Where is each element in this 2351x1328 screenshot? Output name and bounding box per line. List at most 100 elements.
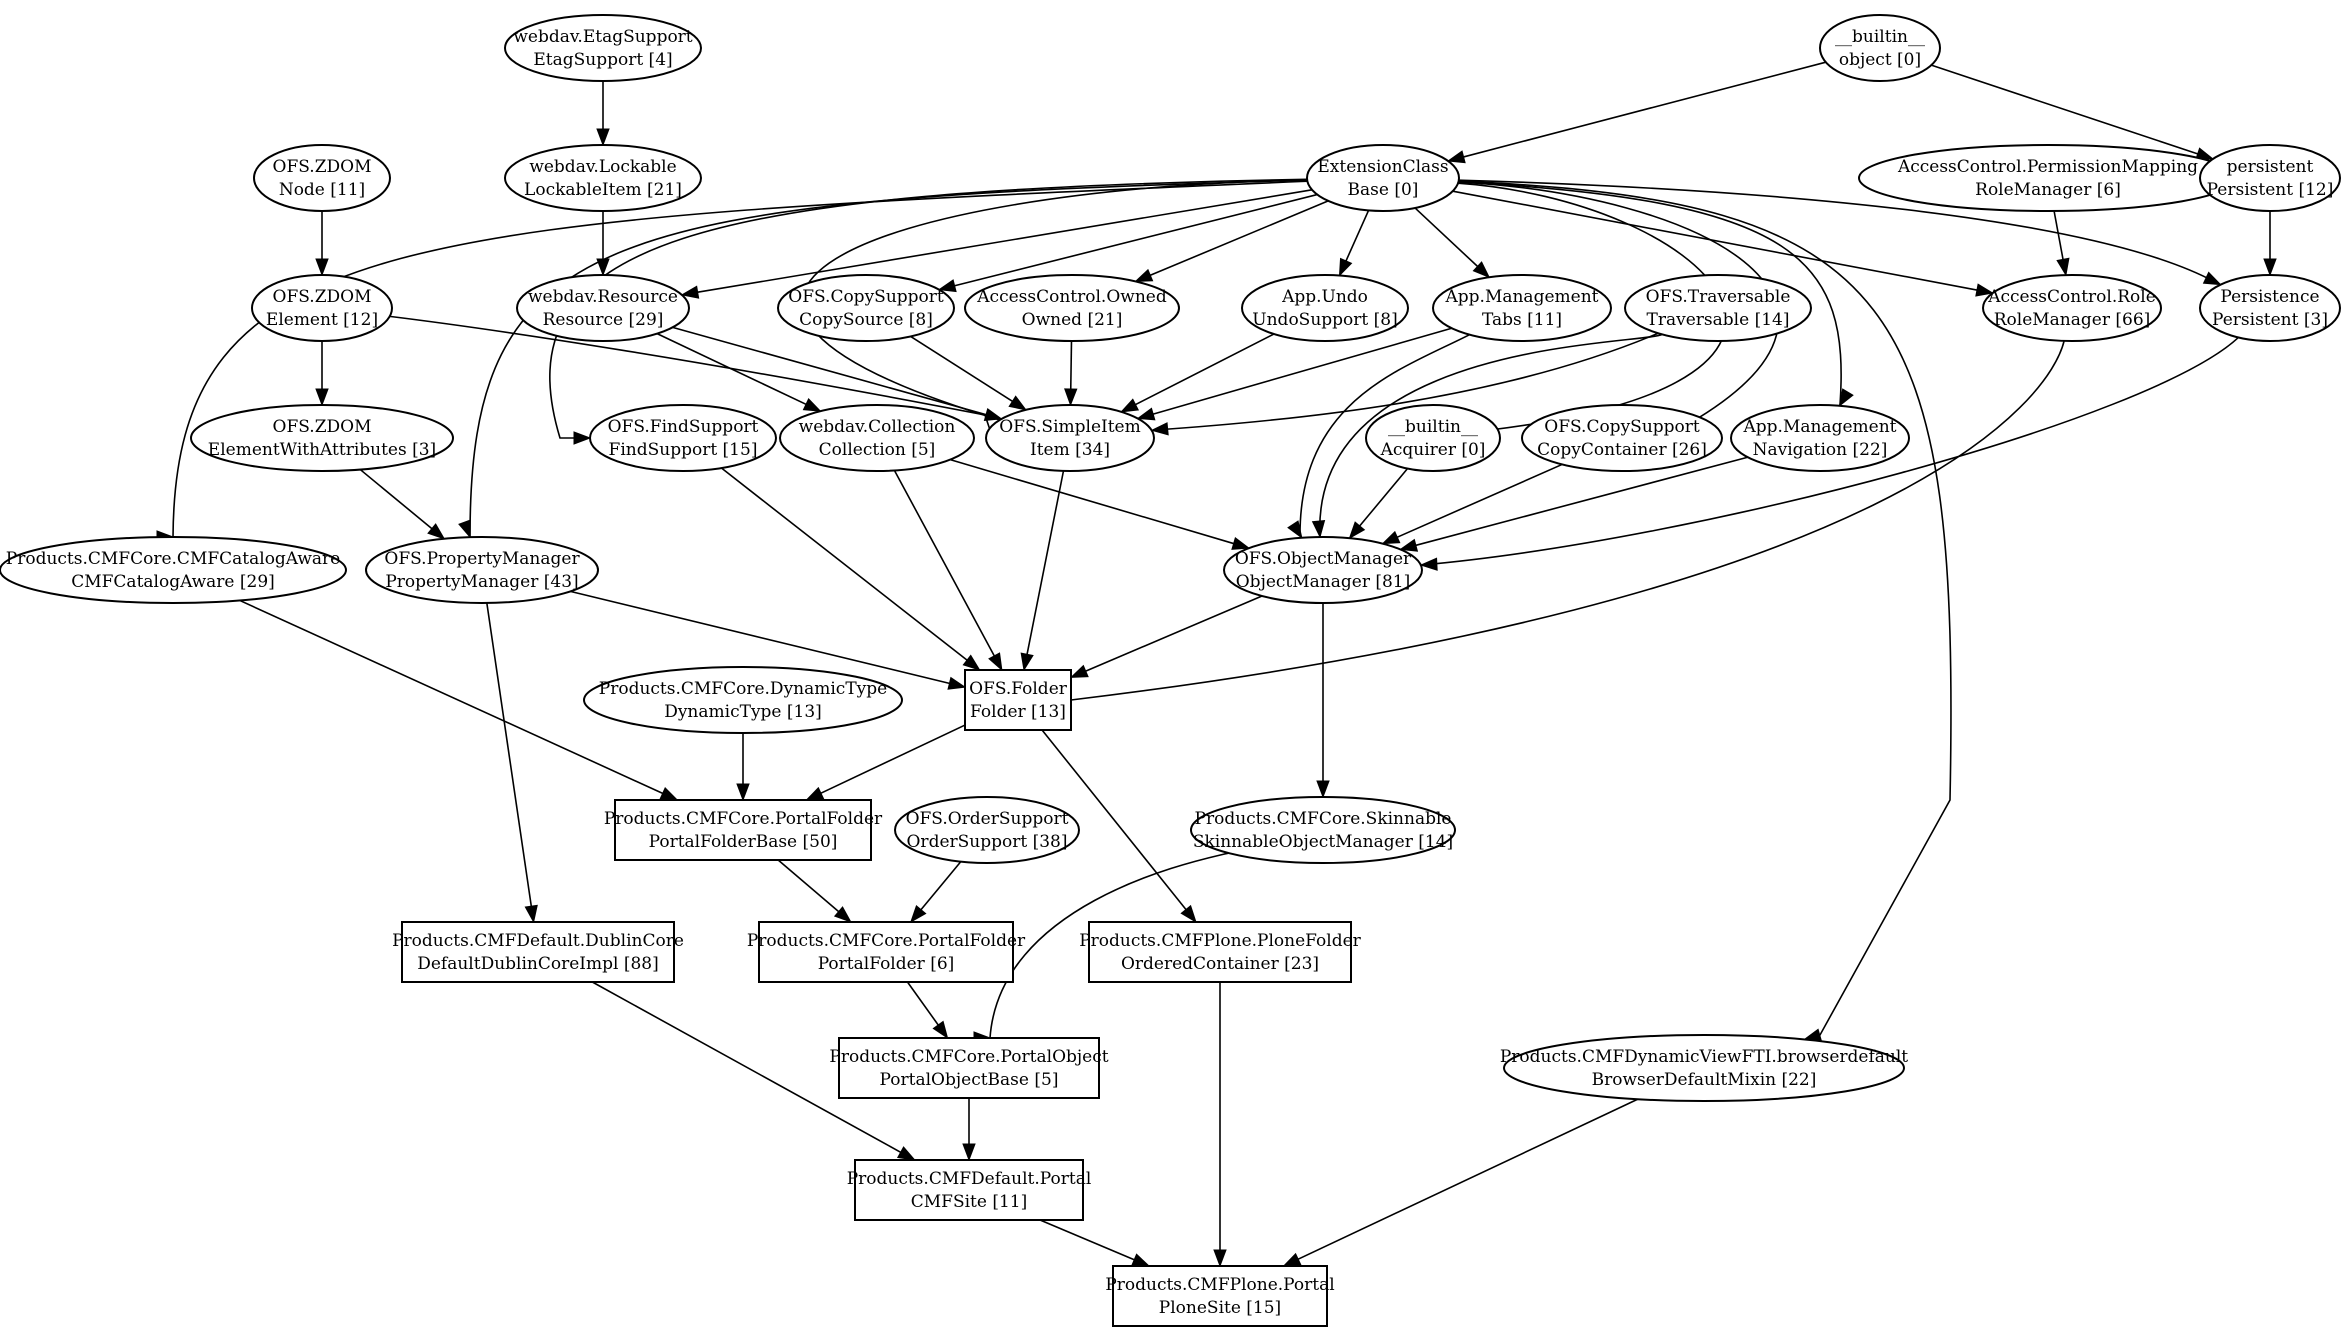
- edge-webdav-resource-to-ofs-simpleitem: [672, 326, 987, 416]
- node-cmfcore-dynamictype: Products.CMFCore.DynamicTypeDynamicType …: [583, 666, 903, 734]
- node-webdav-lockable-class-label: LockableItem [21]: [524, 180, 682, 200]
- node-cmfplone-plonefolder: Products.CMFPlone.PloneFolderOrderedCont…: [1079, 921, 1362, 983]
- edge-webdav-etag-to-webdav-lockable-arrowhead: [596, 128, 610, 147]
- edge-ofs-propertymanager-to-ofs-folder: [570, 590, 950, 685]
- node-ofs-zdom-element-module-label: OFS.ZDOM: [273, 287, 372, 307]
- edge-cmfcore-portalfolder-to-cmfcore-portalobject-arrowhead: [932, 1020, 949, 1040]
- node-app-management-tabs-module-label: App.Management: [1445, 287, 1599, 307]
- node-ac-owned-ellipse: [964, 274, 1180, 342]
- edge-cmfcore-dynamictype-to-cmfcore-portalfolderbase-arrowhead: [736, 783, 750, 802]
- edge-cmfcore-catalogaware-to-cmfcore-portalfolderbase-arrowhead: [659, 787, 679, 801]
- node-ofs-zdom-element-class-label: Element [12]: [266, 310, 378, 330]
- edge-ofs-copycontainer-to-ofs-objectmanager: [1396, 463, 1563, 538]
- node-persistent-persistent-ellipse: [2199, 144, 2341, 212]
- node-cmfdefault-dublincore-class-label: DefaultDublinCoreImpl [88]: [417, 954, 659, 974]
- edge-extensionclass-base-to-ofs-findsupport-arrowhead: [573, 431, 592, 445]
- node-cmfcore-portalfolderbase-box: [614, 799, 872, 861]
- node-ac-role-ellipse: [1982, 274, 2162, 342]
- node-ofs-copysource-class-label: CopySource [8]: [799, 310, 933, 330]
- node-ofs-simpleitem-class-label: Item [34]: [1030, 440, 1110, 460]
- node-cmfplone-portal-box: [1112, 1265, 1328, 1327]
- edge-extensionclass-base-to-app-undo-arrowhead: [1338, 257, 1353, 277]
- edge-builtin-acquirer-to-ofs-objectmanager: [1359, 468, 1409, 527]
- node-cmfdynamicviewfti-ellipse: [1503, 1034, 1905, 1102]
- node-ofs-objectmanager-ellipse: [1223, 536, 1423, 604]
- node-ofs-traversable-module-label: OFS.Traversable: [1646, 287, 1791, 307]
- edge-ofs-traversable-to-ofs-simpleitem: [1154, 332, 1659, 431]
- node-webdav-collection-class-label: Collection [5]: [819, 440, 936, 460]
- node-builtin-acquirer-ellipse: [1365, 404, 1501, 472]
- node-ofs-zdom-elementwithattributes-class-label: ElementWithAttributes [3]: [208, 440, 436, 460]
- node-cmfcore-skinnable-module-label: Products.CMFCore.Skinnable: [1195, 809, 1452, 829]
- edge-extensionclass-base-to-ofs-copysource-arrowhead: [937, 279, 957, 293]
- edge-ofs-copysource-to-ofs-simpleitem-arrowhead: [1008, 395, 1028, 411]
- edge-cmfdefault-portal-to-cmfplone-portal: [1039, 1219, 1135, 1261]
- edge-cmfdefault-dublincore-to-cmfdefault-portal: [591, 981, 902, 1153]
- edge-ofs-propertymanager-to-cmfdefault-dublincore: [486, 602, 533, 907]
- edge-extensionclass-base-to-app-management-navigation-arrowhead: [1838, 388, 1854, 408]
- node-ofs-objectmanager-module-label: OFS.ObjectManager: [1235, 549, 1412, 569]
- edge-ofs-folder-to-cmfplone-plonefolder-arrowhead: [1180, 904, 1197, 924]
- node-persistence-persistent-module-label: Persistence: [2220, 287, 2319, 307]
- node-persistent-persistent-class-label: Persistent [12]: [2207, 180, 2334, 200]
- edge-app-undo-to-ofs-simpleitem: [1135, 333, 1275, 406]
- edge-ofs-folder-to-cmfplone-plonefolder: [1041, 729, 1187, 911]
- node-webdav-collection-ellipse: [779, 404, 975, 472]
- edge-persistence-persistent-to-ofs-objectmanager: [1421, 336, 2239, 566]
- node-cmfdefault-portal-class-label: CMFSite [11]: [911, 1192, 1028, 1212]
- edge-ofs-findsupport-to-ofs-folder: [720, 467, 968, 661]
- node-builtin-object-ellipse: [1819, 14, 1941, 82]
- node-ofs-copycontainer-module-label: OFS.CopySupport: [1544, 417, 1700, 437]
- node-ac-permissionmapping-module-label: AccessControl.PermissionMapping: [1897, 157, 2198, 177]
- edge-extensionclass-base-to-ac-owned: [1149, 200, 1329, 277]
- edge-persistent-persistent-to-persistence-persistent-arrowhead: [2263, 258, 2277, 277]
- edge-extensionclass-base-to-app-undo: [1345, 210, 1370, 262]
- edge-cmfcore-portalfolder-to-cmfcore-portalobject: [906, 981, 939, 1026]
- node-cmfplone-plonefolder-module-label: Products.CMFPlone.PloneFolder: [1079, 931, 1361, 951]
- edge-cmfdynamicviewfti-to-cmfplone-portal-arrowhead: [1282, 1252, 1302, 1267]
- node-ofs-ordersupport-class-label: OrderSupport [38]: [907, 832, 1068, 852]
- edge-webdav-lockable-to-webdav-resource-arrowhead: [596, 258, 610, 277]
- node-cmfcore-portalfolder-box: [758, 921, 1014, 983]
- node-cmfplone-portal-class-label: PloneSite [15]: [1159, 1298, 1281, 1318]
- node-webdav-resource-ellipse: [516, 274, 690, 342]
- node-ofs-findsupport-ellipse: [589, 404, 777, 472]
- node-ofs-propertymanager-ellipse: [365, 536, 599, 604]
- node-webdav-lockable-module-label: webdav.Lockable: [529, 157, 676, 177]
- node-ofs-ordersupport-module-label: OFS.OrderSupport: [906, 809, 1069, 829]
- node-app-management-navigation-module-label: App.Management: [1743, 417, 1897, 437]
- node-persistent-persistent-module-label: persistent: [2227, 157, 2314, 177]
- node-cmfcore-skinnable-ellipse: [1190, 796, 1456, 864]
- edge-extensionclass-base-to-webdav-resource-arrowhead: [680, 285, 700, 299]
- edge-ofs-ordersupport-to-cmfcore-portalfolder-arrowhead: [909, 905, 927, 924]
- node-ofs-zdom-elementwithattributes-module-label: OFS.ZDOM: [273, 417, 372, 437]
- edge-cmfcore-skinnable-to-cmfcore-portalobject: [974, 852, 1229, 1039]
- edge-app-undo-to-ofs-simpleitem-arrowhead: [1120, 398, 1140, 413]
- edge-cmfcore-catalogaware-to-cmfcore-portalfolderbase: [239, 599, 664, 795]
- node-cmfcore-portalobject-module-label: Products.CMFCore.PortalObject: [829, 1047, 1108, 1067]
- node-extensionclass-base-ellipse: [1306, 144, 1460, 212]
- edge-extensionclass-base-to-ofs-copycontainer: [1458, 181, 1780, 424]
- edge-ac-owned-to-ofs-simpleitem: [1069, 340, 1073, 390]
- node-cmfplone-portal-module-label: Products.CMFPlone.Portal: [1105, 1275, 1334, 1295]
- edge-ac-role-to-ofs-folder: [1055, 340, 2065, 701]
- edge-cmfcore-portalfolderbase-to-cmfcore-portalfolder-arrowhead: [833, 906, 852, 923]
- edge-extensionclass-base-to-persistence-persistent-arrowhead: [2202, 271, 2222, 286]
- edge-ac-owned-to-ofs-simpleitem-arrowhead: [1064, 388, 1078, 407]
- node-ofs-simpleitem-ellipse: [985, 404, 1155, 472]
- node-builtin-object-class-label: object [0]: [1839, 50, 1921, 70]
- edge-ofs-zdom-element-to-ofs-simpleitem: [389, 315, 1005, 433]
- edge-ofs-traversable-to-ofs-objectmanager-arrowhead: [1311, 519, 1326, 539]
- node-ofs-zdom-node-ellipse: [253, 144, 391, 212]
- node-ofs-traversable-ellipse: [1624, 274, 1812, 342]
